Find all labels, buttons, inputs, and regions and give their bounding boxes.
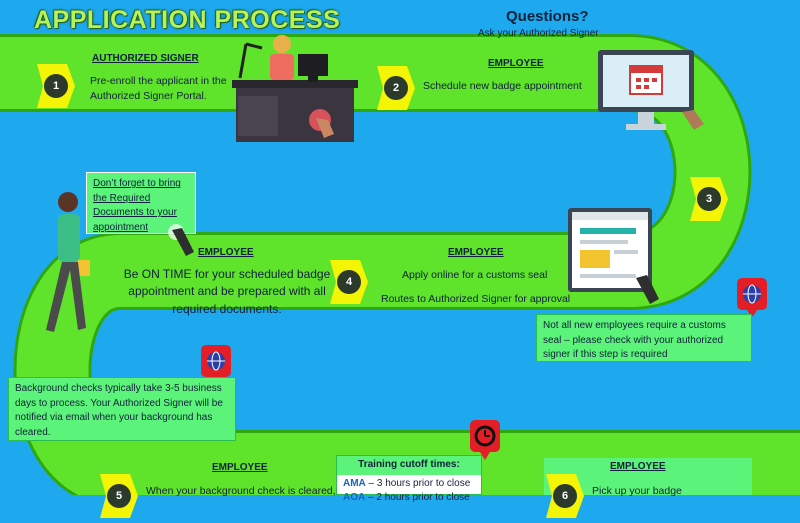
step-1-badge: 1 <box>37 64 75 108</box>
step-6-badge: 6 <box>546 474 584 518</box>
required-documents-note: Don’t forget to bring the Required Docum… <box>86 172 196 234</box>
training-ama-text: – 3 hours prior to close <box>365 477 471 489</box>
clock-alert-icon <box>470 420 500 460</box>
globe-alert-icon <box>201 345 231 383</box>
questions-subtext: Ask your Authorized Signer <box>478 28 599 39</box>
on-time-role: EMPLOYEE <box>198 247 254 258</box>
step-1-role: AUTHORIZED SIGNER <box>92 53 199 64</box>
customs-seal-note: Not all new employees require a customs … <box>536 314 752 362</box>
background-check-note-text: Background checks typically take 3-5 bus… <box>15 383 223 438</box>
step-2-number: 2 <box>392 82 400 94</box>
step-5-text: When your background check is cleared, <box>146 485 336 497</box>
on-time-text: Be ON TIME for your scheduled badge appo… <box>123 267 331 316</box>
page-title: APPLICATION PROCESS <box>34 6 341 34</box>
globe-alert-icon <box>737 278 767 316</box>
questions-heading: Questions? <box>506 8 589 25</box>
walking-person-illustration <box>46 192 90 332</box>
step-4-number: 4 <box>345 276 353 288</box>
pointing-hand-icon <box>168 224 194 256</box>
desk-worker-illustration <box>232 35 358 142</box>
training-cutoff-box: Training cutoff times: AMA – 3 hours pri… <box>336 455 482 503</box>
step-5-role: EMPLOYEE <box>212 462 268 473</box>
hexagon-icon <box>690 177 728 221</box>
training-aoa-text: – 2 hours prior to close <box>365 492 470 503</box>
step-4-role: EMPLOYEE <box>448 247 504 258</box>
step-2-role: EMPLOYEE <box>488 58 544 69</box>
step-5-badge: 5 <box>100 474 138 518</box>
step-6-role: EMPLOYEE <box>610 461 666 472</box>
online-form-illustration <box>568 208 659 304</box>
training-ama-label: AMA <box>343 477 366 489</box>
step-4-badge: 4 <box>330 260 368 304</box>
step-6-number: 6 <box>561 490 569 502</box>
step-3-badge: 3 <box>690 177 728 221</box>
background-check-note: Background checks typically take 3-5 bus… <box>8 377 236 441</box>
hexagon-icon <box>330 260 368 304</box>
step-2-text: Schedule new badge appointment <box>423 80 582 92</box>
training-line-aoa: AOA – 2 hours prior to close <box>343 491 475 506</box>
step-6-text: Pick up your badge <box>592 485 682 497</box>
step-4-text: Apply online for a customs seal <box>402 269 548 281</box>
hexagon-icon <box>37 64 75 108</box>
step-4-text-2: Routes to Authorized Signer for approval <box>381 293 571 305</box>
hexagon-icon <box>377 66 415 110</box>
step-1-text: Pre-enroll the applicant in the Authoriz… <box>90 75 227 103</box>
computer-calendar-illustration <box>598 50 704 130</box>
training-aoa-label: AOA <box>343 492 366 503</box>
training-cutoff-heading: Training cutoff times: <box>337 456 481 475</box>
step-5-number: 5 <box>115 490 123 502</box>
step-1-number: 1 <box>52 80 60 92</box>
training-line-ama: AMA – 3 hours prior to close <box>343 477 475 492</box>
step-2-badge: 2 <box>377 66 415 110</box>
required-documents-note-text: Don’t forget to bring the Required Docum… <box>93 178 181 233</box>
step-3-number: 3 <box>705 193 713 205</box>
customs-seal-note-text: Not all new employees require a customs … <box>543 320 726 360</box>
